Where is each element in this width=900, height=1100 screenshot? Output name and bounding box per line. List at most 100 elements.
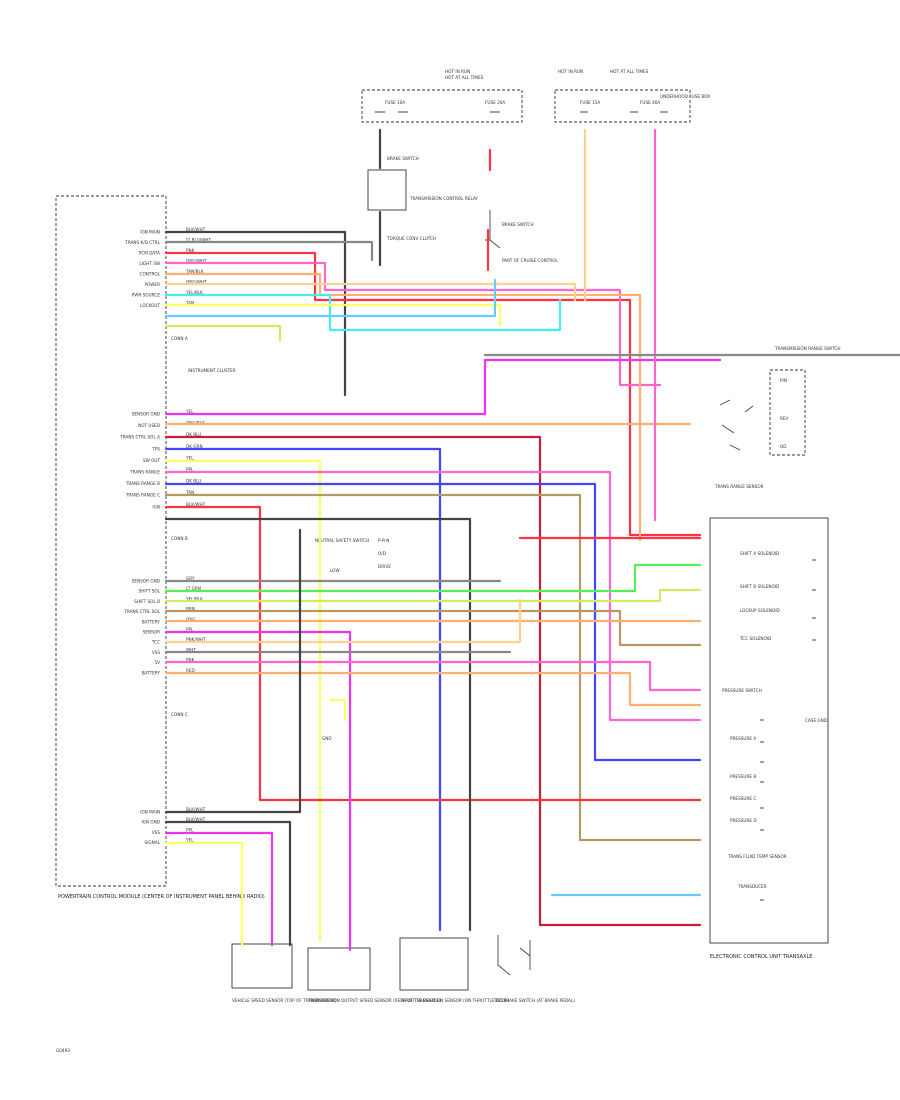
a-pin-label: LOCKOUT (140, 303, 160, 308)
b-pin-label: IGN (152, 504, 160, 509)
c-wire-label: YEL/BLK (185, 596, 203, 601)
c-pin-label: BATTERY (142, 619, 161, 624)
pcm-pins-group-a: IGN MAIN BLK/WHT TRANS K/D CTRL LT BLU/WHT P… (124, 227, 211, 308)
b-pin-label: TRANS RANGE B (125, 481, 160, 486)
ecm-side-label: CASE GND (805, 718, 827, 723)
b-wire-label: YEL (185, 409, 194, 414)
wire-a8 (164, 303, 502, 327)
a-wire-label: LT BLU/WHT (186, 238, 211, 243)
b-wire-label: TAN (185, 490, 194, 495)
brake-switch: BRAKE SWITCH PART OF CRUISE CONTROL (485, 210, 559, 263)
c-wire-label: PPL (186, 627, 194, 632)
d-wire-label: YEL (185, 838, 194, 843)
b-pin-label: SENSOR GND (132, 412, 160, 417)
range-sensor-rev: REV (780, 416, 789, 421)
a-pin-label: IGN MAIN (140, 230, 160, 235)
b-wire-label: PPL (186, 467, 194, 472)
relay-box (367, 169, 407, 211)
wire-b6 (164, 470, 702, 722)
ecm-range-label: TRANS RANGE SENSOR (714, 484, 764, 489)
ecm-pressure-heading: PRESSURE SWITCH (722, 688, 762, 693)
wire-b3 (164, 435, 702, 927)
ecm-item-2: LOCKUP SOLENOID (740, 608, 780, 613)
b-wire-label: DK GRN (186, 444, 203, 449)
c-wire-label: GRY (186, 576, 195, 581)
relay-sublabel-a: BRAKE SWITCH (387, 156, 419, 161)
b-pin-label: NOT USED (138, 423, 160, 428)
fuse-panel: HOT IN RUN HOT AT ALL TIMES HOT IN RUN H… (361, 69, 710, 123)
a-pin-label: POWER (144, 282, 160, 287)
wire-a1 (164, 230, 347, 397)
fuse-title-b: HOT AT ALL TIMES (445, 75, 484, 80)
pcm-conn-a: CONN A (171, 336, 188, 341)
ecm-item-6: PRESSURE B (730, 774, 756, 779)
wire-d4 (164, 841, 244, 947)
relay-block: TRANSMISSION CONTROL RELAY BRAKE SWITCH … (367, 156, 478, 241)
d-pin-label: SIGNAL (145, 840, 161, 845)
wire-d3 (164, 831, 274, 947)
wire-c3 (164, 588, 702, 603)
c-pin-label: SENSOR (143, 630, 160, 635)
d-pin-label: IGN GND (141, 820, 160, 825)
bottom-components: VEHICLE SPEED SENSOR (TOP OF TRANSMISSIO… (231, 935, 575, 1003)
wire-a7 (164, 293, 562, 332)
cluster-label: INSTRUMENT CLUSTER (188, 368, 236, 373)
pcm-label: POWERTRAIN CONTROL MODULE (CENTER OF INS… (58, 894, 265, 900)
d-wire-label: PPL (186, 827, 194, 832)
fuse-box-right (554, 89, 691, 123)
wire-c9 (164, 660, 702, 692)
wire-a2 (164, 240, 374, 262)
wire-b4 (164, 447, 442, 932)
wire-c7 (164, 598, 522, 644)
c-wire-label: BRN (186, 607, 195, 612)
range-sensor-box (769, 369, 806, 456)
ecm-item-1: SHIFT B SOLENOID (740, 584, 779, 589)
b-pin-label: TRANS RANGE C (125, 493, 160, 498)
c-pin-label: SHIFT SOL B (134, 599, 160, 604)
b-pin-label: TRANS CTRL SOL A (119, 435, 160, 440)
c-pin-label: SENSOR GND (132, 579, 160, 584)
a-pin-label: LIGHT SW (139, 261, 160, 266)
wire-d2 (164, 820, 292, 947)
ground-label: GND (322, 736, 332, 741)
c-pin-label: SHIFT SOL (138, 589, 160, 594)
transaxle-range-sensor: TRANSMISSION RANGE SWITCH P/N REV OD (719, 346, 841, 456)
ecm-label: ELECTRONIC CONTROL UNIT TRANSAXLE (710, 954, 812, 960)
output-sensor-label: TRANSMISSION OUTPUT SPEED SENSOR (REAR O… (307, 998, 441, 1003)
c-wire-label: PNK (186, 658, 195, 663)
c-pin-label: VSS (152, 650, 161, 655)
a-wire-label: PNK (186, 248, 195, 253)
range-sensor-contacts (719, 399, 754, 451)
fuse-a-label: FUSE 10A (385, 100, 405, 105)
diagram-code: G0493 (56, 1048, 70, 1053)
b-pin-label: TRANS RANGE (129, 470, 160, 475)
ecm-item-0: SHIFT A SOLENOID (740, 551, 779, 556)
ecm-outline (709, 517, 829, 944)
wire-a10 (164, 324, 282, 342)
b-pin-label: SW OUT (143, 458, 160, 463)
fuse-d-label: FUSE 40A (640, 100, 660, 105)
relay-label: TRANSMISSION CONTROL RELAY (409, 196, 478, 201)
fuse-title-a: HOT IN RUN (445, 69, 470, 74)
wire-c6 (164, 630, 352, 952)
wire-b5 (164, 459, 322, 942)
wire-a4 (164, 261, 662, 387)
wire-e3 (486, 148, 492, 272)
output-sensor-box (307, 947, 371, 991)
a-wire-label: YEL/BLK (185, 290, 203, 295)
a-wire-label: TAN/BLK (185, 269, 204, 274)
a-wire-label: BLK/WHT (186, 227, 206, 232)
d-pin-label: VSS (152, 830, 161, 835)
fuse-note: UNDERHOOD FUSE BOX (660, 94, 710, 99)
ecm-item-7: PRESSURE C (730, 796, 756, 801)
brake-switch-sub: PART OF CRUISE CONTROL (502, 258, 559, 263)
a-pin-label: TRANS K/D CTRL (124, 240, 160, 245)
pcm-conn-c: CONN C (171, 712, 188, 717)
brake-switch-label: BRAKE SWITCH (502, 222, 534, 227)
c-wire-label: RED (186, 668, 195, 673)
a-wire-label: TAN (185, 301, 194, 306)
wire-d1 (164, 528, 302, 814)
